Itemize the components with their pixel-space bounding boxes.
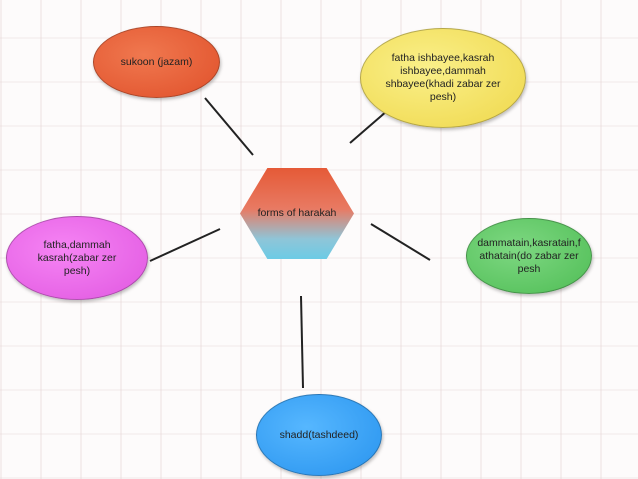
node-sukoon-label: sukoon (jazam) — [120, 55, 193, 68]
connector-dammatain — [370, 223, 431, 261]
node-sukoon: sukoon (jazam) — [93, 26, 220, 98]
node-fatha-ishbayee-label: fatha ishbayee,kasrah ishbayee,dammah sh… — [385, 52, 501, 103]
node-shadd-label: shadd(tashdeed) — [279, 428, 359, 441]
connector-sukoon — [204, 97, 254, 156]
center-label: forms of harakah — [257, 207, 337, 219]
node-dammatain: dammatain,kasratain,f athatain(do zabar … — [466, 218, 592, 294]
node-dammatain-label: dammatain,kasratain,f athatain(do zabar … — [477, 236, 581, 275]
connector-fatha-dammah — [149, 228, 221, 262]
node-fatha-dammah: fatha,dammah kasrah(zabar zer pesh) — [6, 216, 148, 300]
center-hexagon: forms of harakah — [240, 168, 354, 259]
node-fatha-dammah-label: fatha,dammah kasrah(zabar zer pesh) — [37, 238, 117, 277]
node-shadd: shadd(tashdeed) — [256, 394, 382, 476]
node-fatha-ishbayee: fatha ishbayee,kasrah ishbayee,dammah sh… — [360, 28, 526, 128]
connector-shadd — [300, 295, 304, 389]
